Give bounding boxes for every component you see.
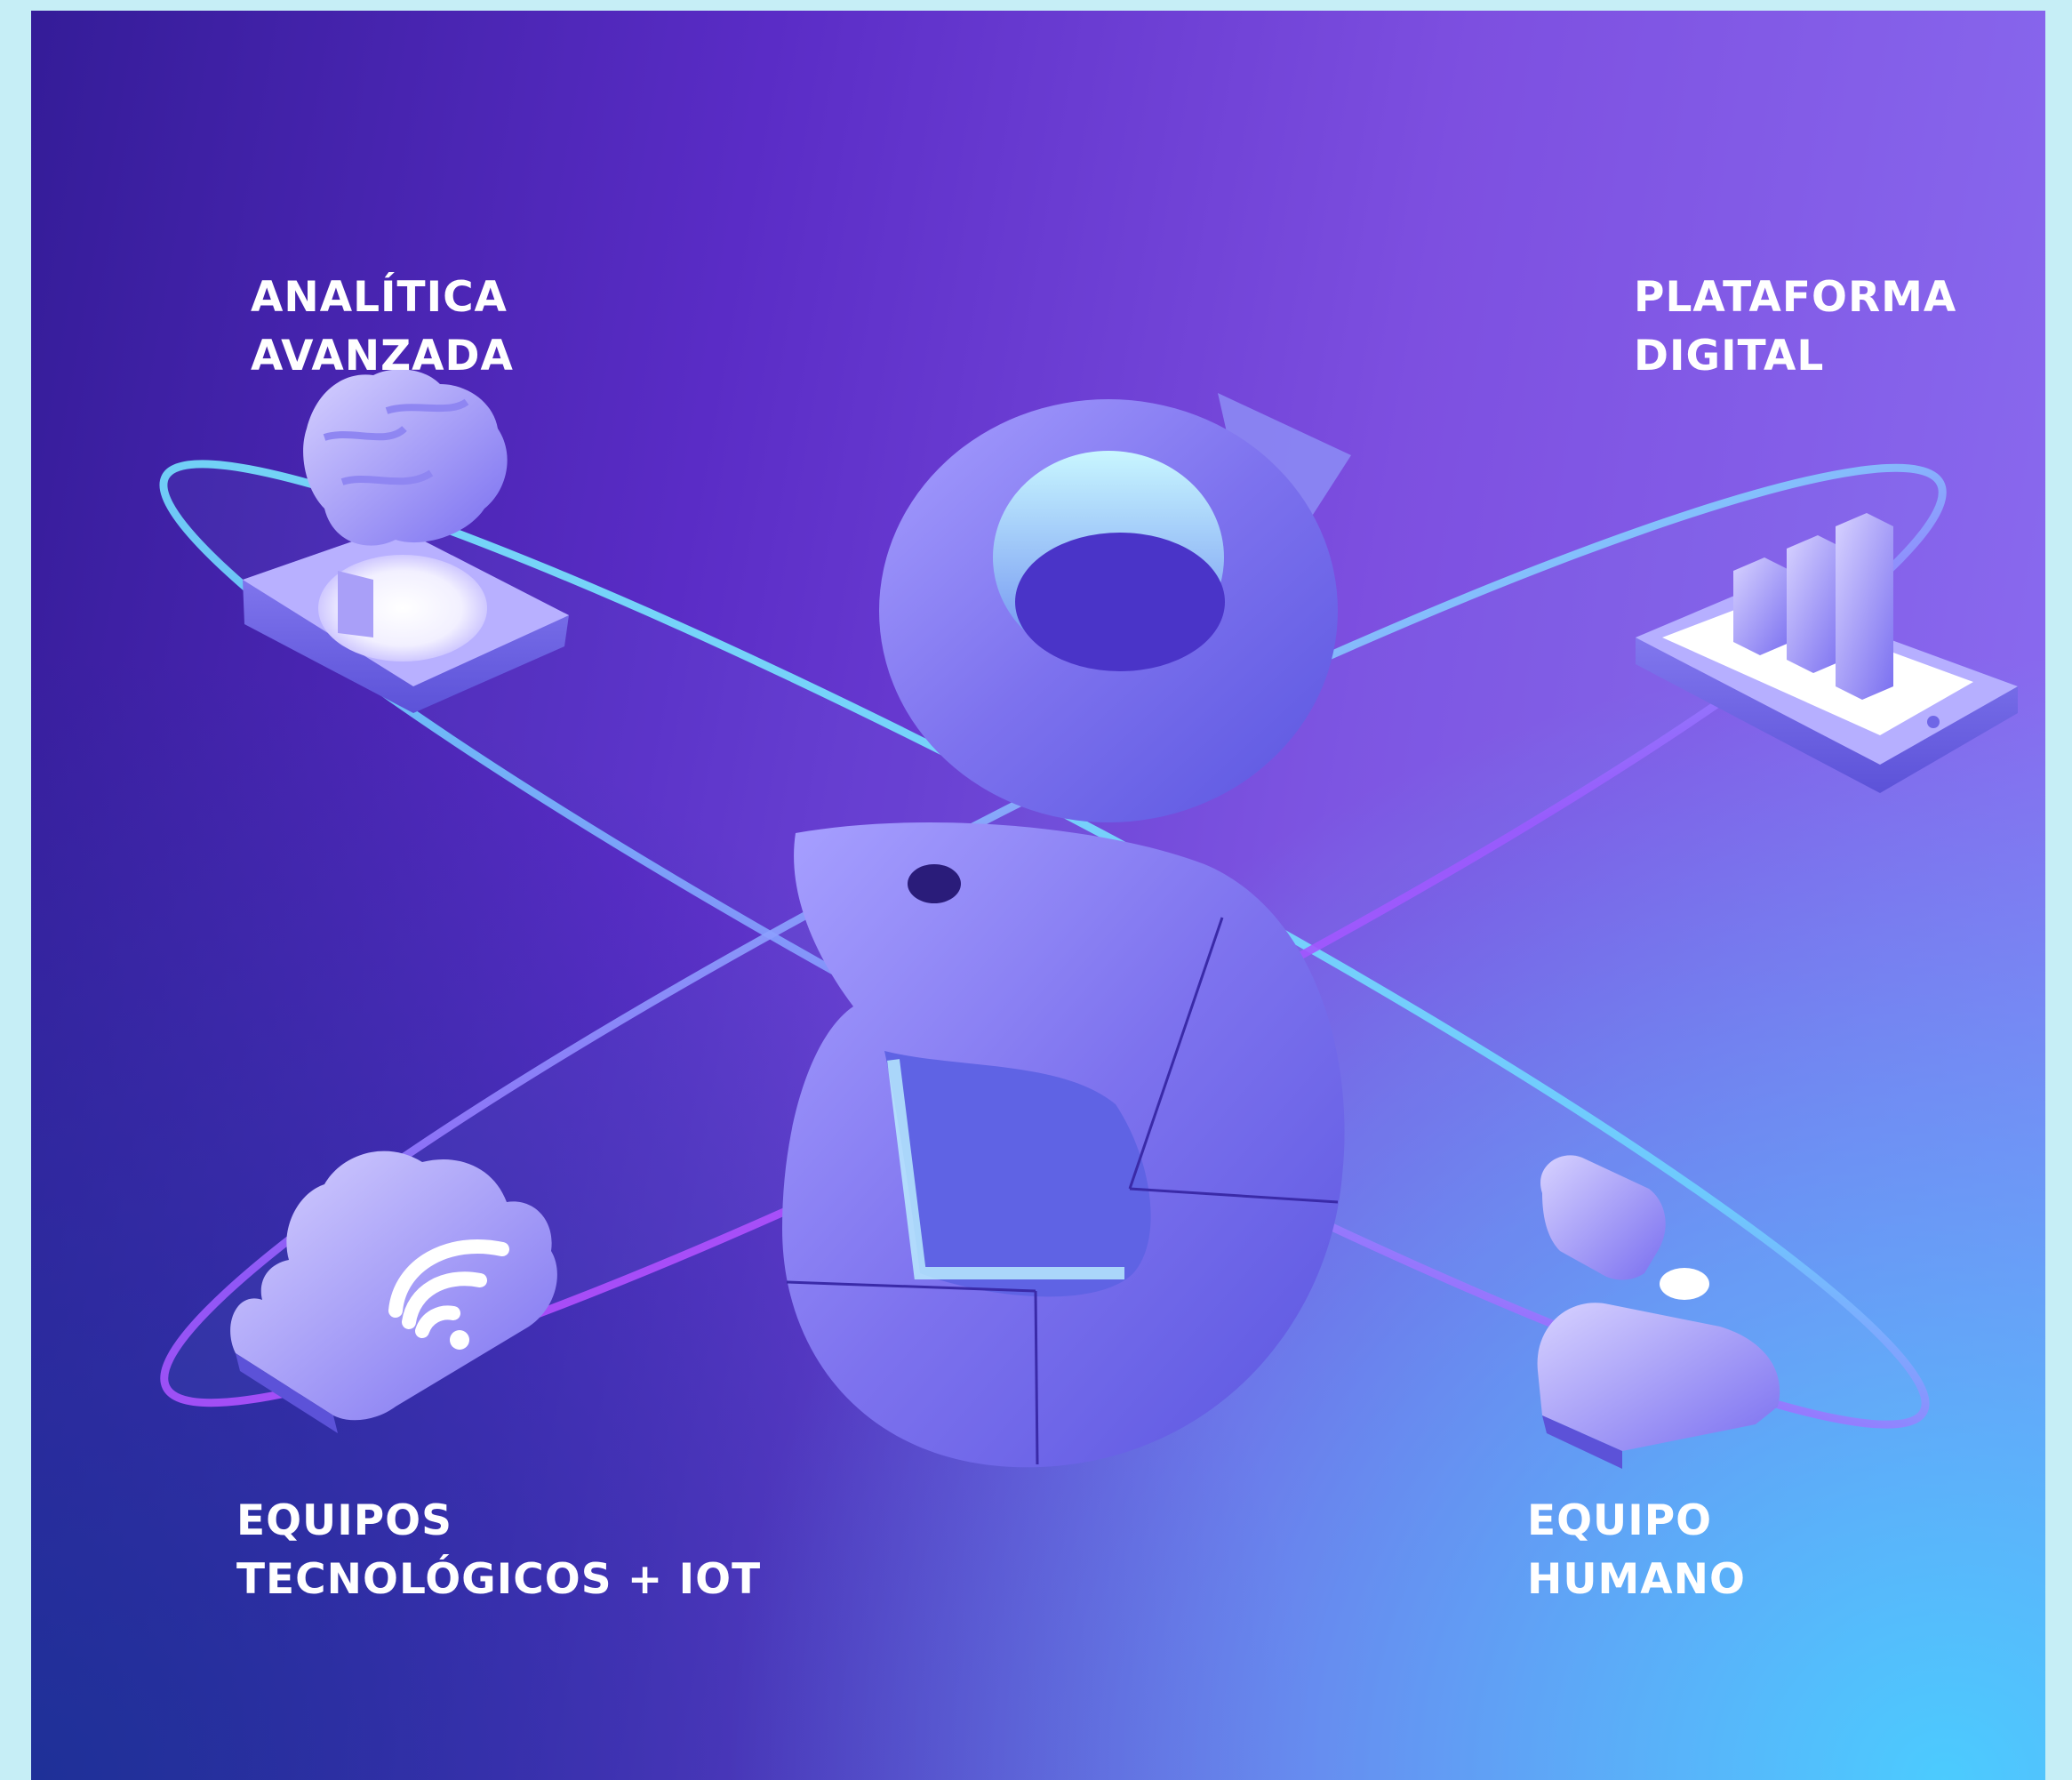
person-icon — [1537, 1155, 1780, 1469]
infographic-panel: ANALÍTICA AVANZADA PLATAFORMA DIGITAL EQ… — [31, 11, 2045, 1780]
label-analitica-line2: AVANZADA — [251, 332, 514, 381]
bar-chart-tablet-icon — [1636, 513, 2018, 793]
label-humano-line2: HUMANO — [1527, 1555, 1746, 1604]
label-analitica-line1: ANALÍTICA — [251, 273, 508, 322]
label-equipos-tecnologicos: EQUIPOS TECNOLÓGICOS + IOT — [236, 1492, 761, 1609]
label-plataforma-line1: PLATAFORMA — [1634, 273, 1957, 322]
label-plataforma-digital: PLATAFORMA DIGITAL — [1634, 269, 1956, 386]
label-analitica-avanzada: ANALÍTICA AVANZADA — [251, 269, 514, 386]
label-humano-line1: EQUIPO — [1527, 1496, 1713, 1545]
label-equipos-line2: TECNOLÓGICOS + IOT — [236, 1555, 762, 1604]
logo-s-icon — [782, 393, 1351, 1468]
label-plataforma-line2: DIGITAL — [1634, 332, 1825, 381]
scene-illustration — [159, 369, 2018, 1469]
cloud-wifi-icon — [230, 1151, 557, 1433]
label-equipo-humano: EQUIPO HUMANO — [1527, 1492, 1746, 1609]
brain-icon — [243, 369, 569, 713]
label-equipos-line1: EQUIPOS — [236, 1496, 452, 1545]
